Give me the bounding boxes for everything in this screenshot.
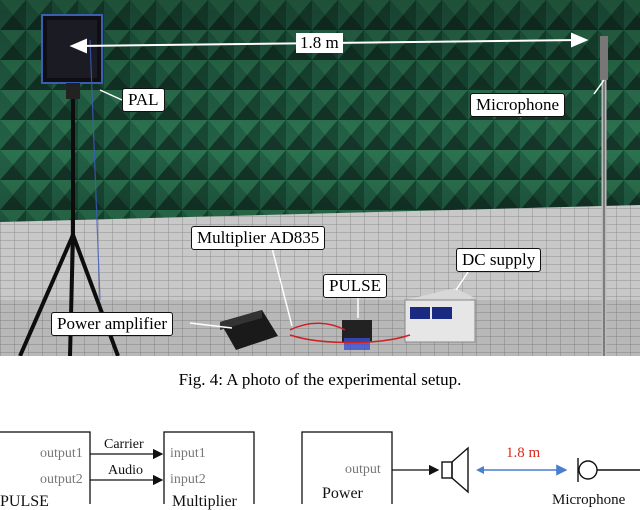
pulse-block	[0, 431, 91, 504]
dc-supply-device	[404, 288, 476, 343]
label-leader-lines	[99, 79, 605, 329]
multiplier-block-name: Multiplier	[172, 493, 237, 510]
pulse-block-name: PULSE	[0, 493, 49, 510]
figure-caption: Fig. 4: A photo of the experimental setu…	[178, 370, 462, 389]
pulse-label: PULSE	[323, 274, 387, 298]
power-block-name: Power	[322, 485, 363, 502]
audio-label: Audio	[108, 463, 143, 478]
microphone-label: Microphone	[470, 93, 566, 117]
power-amplifier-device	[220, 310, 278, 350]
speaker-icon	[441, 446, 469, 494]
diagram-microphone-label: Microphone	[552, 492, 626, 508]
power-amplifier-label: Power amplifier	[51, 312, 173, 336]
multiplier-label: Multiplier AD835	[191, 226, 326, 250]
pal-array	[41, 14, 103, 99]
microphone-icon	[577, 458, 640, 482]
multiplier-block	[163, 431, 255, 504]
pulse-output1-label: output1	[40, 446, 83, 461]
multiplier-input2-label: input2	[170, 472, 206, 487]
carrier-label: Carrier	[104, 437, 144, 452]
multiplier-input1-label: input1	[170, 446, 206, 461]
experimental-setup-photo: 1.8 m PAL Microphone Multiplier AD835 DC…	[0, 0, 640, 356]
diagram-distance-label: 1.8 m	[506, 445, 541, 461]
diagram-distance-arrow	[476, 464, 568, 476]
pulse-output2-label: output2	[40, 472, 83, 487]
microphone-stand	[600, 36, 608, 356]
anechoic-chamber-scene	[0, 0, 640, 356]
pal-label: PAL	[122, 88, 165, 112]
dc-supply-label: DC supply	[456, 248, 542, 272]
power-block	[301, 431, 393, 504]
photo-distance-label: 1.8 m	[296, 33, 343, 53]
power-output-label: output	[345, 462, 381, 477]
pulse-device	[342, 320, 372, 350]
block-diagram	[0, 431, 640, 504]
cables	[289, 322, 411, 344]
